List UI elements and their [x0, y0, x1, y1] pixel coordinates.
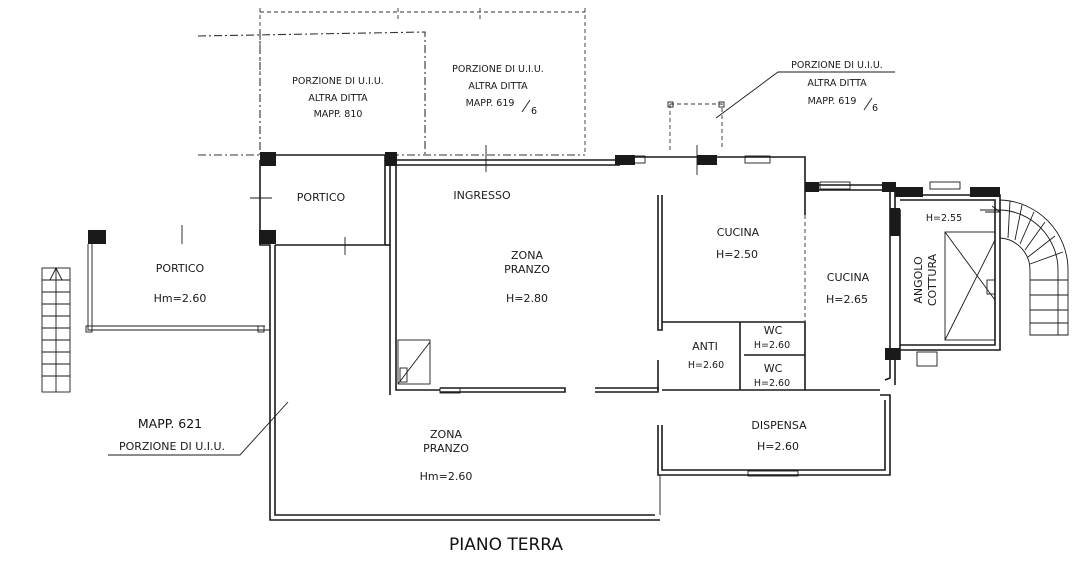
unit-label-line3: MAPP. 619 — [466, 98, 515, 109]
room-label-zona-pranzo-lower-1: ZONA — [430, 428, 462, 441]
windows — [181, 145, 1000, 477]
room-label-zona-pranzo-lower-2: PRANZO — [423, 442, 469, 455]
building-walls — [259, 154, 1001, 521]
mapp-621-leader — [108, 401, 289, 456]
room-label-dispensa: DISPENSA — [751, 419, 807, 432]
neighbour-unit-mapp-810: PORZIONE DI U.I.U. ALTRA DITTA MAPP. 810 — [292, 76, 384, 120]
unit-label-line1: PORZIONE DI U.I.U. — [452, 64, 544, 75]
unit-label-line1: PORZIONE DI U.I.U. — [791, 60, 883, 71]
stairs-right — [985, 199, 1069, 336]
room-label-wc-2: WC — [764, 362, 783, 375]
plan-title: PIANO TERRA — [449, 535, 563, 555]
room-label-anti: ANTI — [692, 340, 718, 353]
neighbour-unit-mapp-619-b: PORZIONE DI U.I.U. ALTRA DITTA MAPP. 619… — [791, 60, 883, 114]
room-height-zona-pranzo-lower: Hm=2.60 — [420, 470, 473, 483]
fraction-slash — [521, 99, 531, 113]
mapp-label: MAPP. 621 — [138, 416, 202, 431]
unit-fraction: 6 — [872, 103, 878, 114]
mapp-sublabel: PORZIONE DI U.I.U. — [119, 440, 225, 453]
stairs-left — [41, 266, 71, 393]
room-label-cucina-2: CUCINA — [827, 271, 870, 284]
room-label-wc-1: WC — [764, 324, 783, 337]
unit-fraction: 6 — [531, 106, 537, 117]
room-height-wc-2: H=2.60 — [754, 378, 790, 389]
unit-label-line2: ALTRA DITTA — [807, 78, 867, 89]
unit-label-line3: MAPP. 810 — [314, 109, 363, 120]
portico-left-outline — [85, 244, 270, 333]
room-label-portico-left: PORTICO — [156, 262, 205, 275]
unit-label-line1: PORZIONE DI U.I.U. — [292, 76, 384, 87]
room-height-cucina-1: H=2.50 — [716, 248, 758, 261]
room-label-zona-pranzo-2: PRANZO — [504, 263, 550, 276]
room-label-angolo: ANGOLO — [912, 256, 925, 304]
room-height-dispensa: H=2.60 — [757, 440, 799, 453]
room-label-cucina-1: CUCINA — [717, 226, 760, 239]
room-label-cottura: COTTURA — [926, 253, 939, 306]
room-label-ingresso: INGRESSO — [453, 189, 511, 202]
room-label-portico-top: PORTICO — [297, 191, 346, 204]
room-height-zona-pranzo: H=2.80 — [506, 292, 548, 305]
closet — [397, 339, 431, 385]
unit-label-line2: ALTRA DITTA — [468, 81, 528, 92]
room-height-cucina-2: H=2.65 — [826, 293, 868, 306]
unit-label-line2: ALTRA DITTA — [308, 93, 368, 104]
fraction-slash — [863, 97, 873, 111]
neighbour-unit-mapp-619-a: PORZIONE DI U.I.U. ALTRA DITTA MAPP. 619… — [452, 64, 544, 117]
room-height-portico-left: Hm=2.60 — [154, 292, 207, 305]
room-label-zona-pranzo-1: ZONA — [511, 249, 543, 262]
unit-label-line3: MAPP. 619 — [808, 96, 857, 107]
room-height-anti: H=2.60 — [688, 360, 724, 371]
room-height-wc-1: H=2.60 — [754, 340, 790, 351]
room-height-angolo-cottura: H=2.55 — [926, 213, 962, 224]
structural-pillars — [88, 152, 1000, 360]
